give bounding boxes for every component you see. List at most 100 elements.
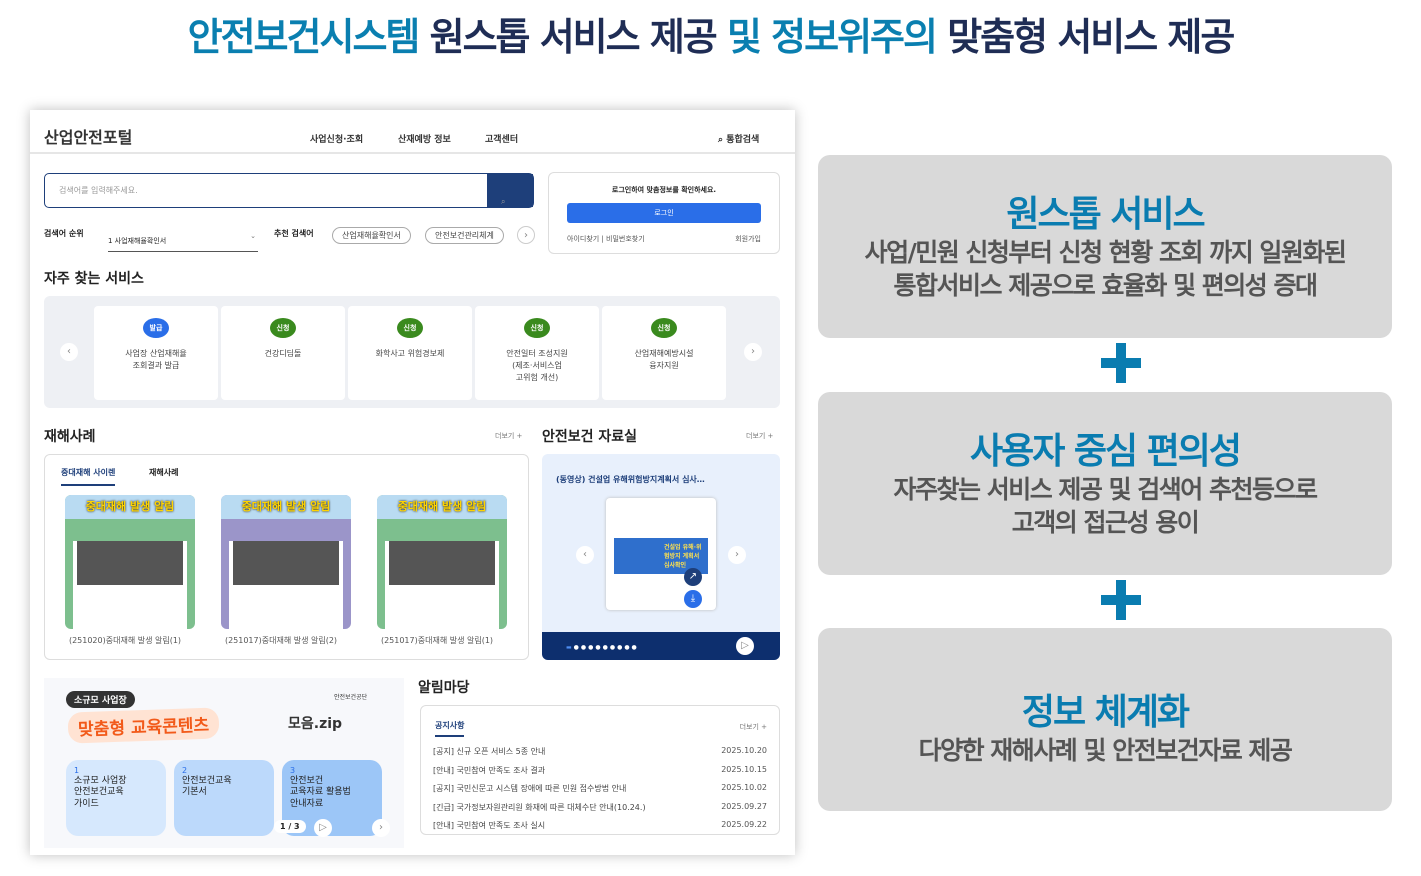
download-icon[interactable]: ⤓ [684,590,702,608]
notice-title: [안내] 국민참여 만족도 조사 결과 [433,765,546,775]
library-thumbnail[interactable]: 건설업 유해·위험방지 계획서 심사확인 ↗ ⤓ [606,498,716,610]
poster-title: 중대재해 발생 알림 [221,495,351,519]
login-box: 로그인하여 맞춤정보를 확인하세요. 로그인 아이디찾기 | 비밀번호찾기 회원… [548,172,780,254]
case-caption[interactable]: (251017)중대재해 발생 알림(2) [224,636,338,645]
case-caption[interactable]: (251020)중대재해 발생 알림(1) [68,636,182,645]
notice-title: [긴급] 국가정보자원관리원 화재에 따른 대체수단 안내(10.24.) [433,802,646,812]
search-icon: ⌕ [501,197,506,206]
play-icon[interactable]: ▷ [736,637,754,655]
service-label: 화학사고 위험경보제 [375,349,445,358]
nav-item[interactable]: 고객센터 [485,135,519,145]
library-item-title[interactable]: (동영상) 건설업 유해위험방지계획서 심사… [556,475,705,484]
case-poster[interactable]: 중대재해 발생 알림 [221,495,351,629]
find-password-link[interactable]: 비밀번호찾기 [606,235,645,243]
case-caption[interactable]: (251017)중대재해 발생 알림(1) [380,636,494,645]
education-item-text: 안전보건교육 기본서 [182,776,232,798]
find-id-link[interactable]: 아이디찾기 [567,235,600,243]
portal-logo[interactable]: 산업안전포털 [44,128,133,147]
plus-icon [1101,343,1141,383]
carousel-controls: ▬●●●●●●●●● ▷ [542,632,780,660]
education-item-text: 소규모 사업장 안전보건교육 가이드 [74,776,127,809]
search-icon: ⌕ [718,135,727,145]
notice-row[interactable]: [긴급] 국가정보자원관리원 화재에 따른 대체수단 안내(10.24.) 202… [433,802,767,813]
recommend-chip[interactable]: 안전보건관리체계 [425,227,504,244]
service-label: 안전일터 조성지원 (제조·서비스업 고위험 개선) [506,349,568,382]
poster-body [73,541,187,629]
banner-tag: 소규모 사업장 [66,691,135,708]
carousel-dots[interactable]: ▬●●●●●●●●● [566,644,639,651]
rank-dropdown[interactable]: 1 사업재해율확인서⌄ [108,230,258,252]
cases-panel: 중대재해 사이렌 재해사례 중대재해 발생 알림 (251020)중대재해 발생 … [44,454,529,660]
case-poster[interactable]: 중대재해 발생 알림 [377,495,507,629]
portal-screenshot: 산업안전포털 사업신청·조회 산재예방 정보 고객센터 ⌕ 통합검색 검색어를 … [30,110,795,855]
share-icon[interactable]: ↗ [684,568,702,586]
service-badge: 발급 [143,318,169,338]
feature-desc: 통합서비스 제공으로 효율화 및 편의성 증대 [893,270,1318,300]
nav-item[interactable]: 산재예방 정보 [398,135,451,145]
chevron-right-icon[interactable]: › [517,226,535,244]
plus-icon [1101,580,1141,620]
nav-item[interactable]: 사업신청·조회 [310,135,364,145]
banner-headline: 맞춤형 교육콘텐츠 [67,707,220,744]
poster-title: 중대재해 발생 알림 [65,495,195,519]
recommend-chip[interactable]: 산업재해율확인서 [332,227,411,244]
tab-serious-accident[interactable]: 중대재해 사이렌 [61,467,116,486]
login-button[interactable]: 로그인 [567,203,761,223]
service-badge: 신청 [524,318,550,338]
notice-date: 2025.09.22 [721,820,767,829]
cases-more-link[interactable]: 더보기 + [495,432,523,440]
play-icon[interactable]: ▷ [314,819,332,837]
notice-section-title: 알림마당 [418,680,470,696]
search-input[interactable]: 검색어를 입력해주세요.⌕ [44,173,534,208]
integrated-search-link[interactable]: ⌕ 통합검색 [718,132,759,145]
search-button[interactable]: ⌕ [487,174,533,207]
poster-body [385,541,499,629]
notice-row[interactable]: [안내] 국민참여 만족도 조사 실시 2025.09.22 [433,820,767,831]
feature-title: 원스톱 서비스 [1006,194,1205,235]
education-item-number: 1 [74,766,80,775]
service-badge: 신청 [651,318,677,338]
carousel-next-icon[interactable]: › [728,546,746,564]
service-label: 사업장 산업재해율 조회결과 발급 [125,349,187,370]
service-badge: 신청 [397,318,423,338]
feature-title: 사용자 중심 편의성 [969,431,1242,472]
library-more-link[interactable]: 더보기 + [746,432,774,440]
tab-notice[interactable]: 공지사항 [435,720,465,737]
cases-title: 재해사례 [44,429,96,445]
feature-desc: 고객의 접근성 용이 [1011,507,1200,537]
integrated-search-label: 통합검색 [726,135,760,145]
poster-title: 중대재해 발생 알림 [377,495,507,519]
headline-part: 맞춤형 서비스 제공 [935,15,1235,59]
carousel-next-icon[interactable]: › [744,343,762,361]
library-title: 안전보건 자료실 [542,429,638,445]
chevron-down-icon: ⌄ [250,232,256,240]
tab-cases[interactable]: 재해사례 [149,468,179,477]
notice-more-link[interactable]: 더보기 + [739,723,767,731]
poster-image [233,541,339,585]
case-poster[interactable]: 중대재해 발생 알림 [65,495,195,629]
signup-link[interactable]: 회원가입 [735,235,761,243]
notice-date: 2025.09.27 [721,801,767,811]
carousel-prev-icon[interactable]: ‹ [60,343,78,361]
banner-pager: 1 / 3 [274,820,306,833]
notice-title: [안내] 국민참여 만족도 조사 실시 [433,821,546,830]
banner-next-icon[interactable]: › [372,819,390,837]
service-label: 건강디딤돌 [264,349,302,358]
carousel-prev-icon[interactable]: ‹ [576,546,594,564]
headline-part: 및 정보위주의 [726,15,938,59]
